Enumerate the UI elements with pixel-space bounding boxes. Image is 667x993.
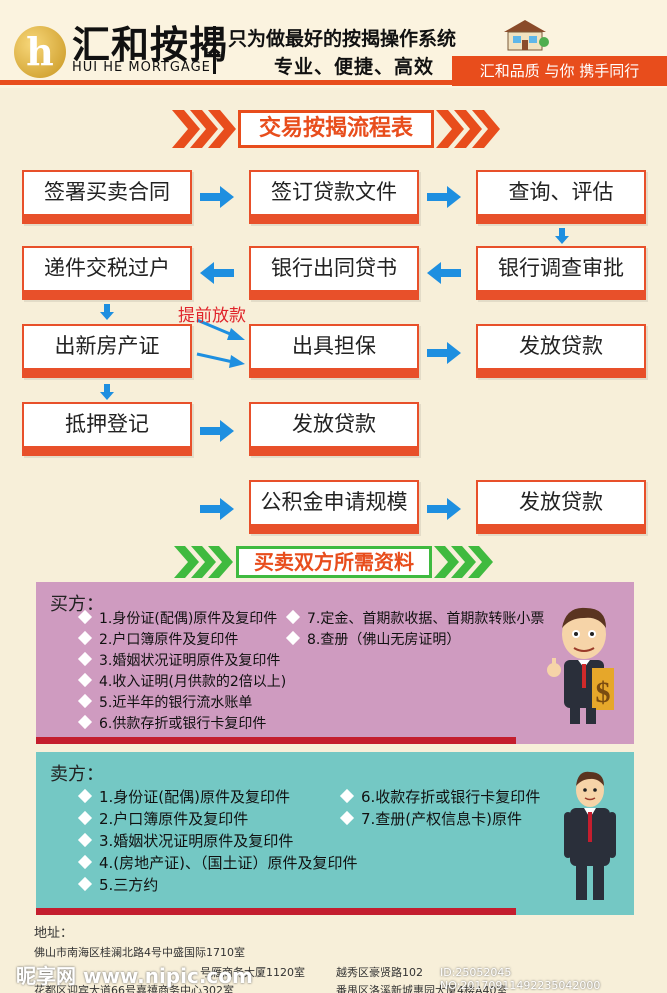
buyer-item: 2.户口簿原件及复印件 xyxy=(77,629,238,649)
watermark-site: 昵享网 www.nipic.com xyxy=(16,964,253,988)
logo-letter: h xyxy=(26,29,54,74)
buyer-item: 4.收入证明(月供款的2倍以上) xyxy=(77,671,286,691)
diamond-bullet-icon xyxy=(339,788,355,804)
diamond-bullet-icon xyxy=(77,714,93,730)
diamond-bullet-icon xyxy=(77,832,93,848)
slogan-line-1: 只为做最好的按揭操作系统 xyxy=(228,28,457,50)
seller-item: 3.婚姻状况证明原件及复印件 xyxy=(77,830,293,851)
slogan-line-2: 专业、便捷、高效 xyxy=(274,56,435,78)
buyer-item: 7.定金、首期款收据、首期款转账小票 xyxy=(285,608,544,628)
seller-item: 5.三方约 xyxy=(77,874,158,895)
early-loan-label: 提前放款 xyxy=(178,306,246,326)
step-new-property-cert: 出新房产证 xyxy=(22,324,192,378)
step-guarantee: 出具担保 xyxy=(249,324,419,378)
seller-item: 7.查册(产权信息卡)原件 xyxy=(339,808,522,829)
red-chevrons-left-icon xyxy=(172,110,236,148)
quality-badge: 汇和品质 与你 携手同行 xyxy=(452,56,667,86)
arrow-down-icon xyxy=(100,304,114,320)
address-line: 番禺区洛溪新城惠园大厦4楼A40室 xyxy=(336,984,508,993)
seller-item: 1.身份证(配偶)原件及复印件 xyxy=(77,786,290,807)
arrow-left-icon xyxy=(200,262,234,284)
diamond-bullet-icon xyxy=(285,630,301,646)
brand-divider xyxy=(213,26,216,74)
buyer-title: 买方： xyxy=(50,594,104,615)
businessman-thumbs-up-icon: $ xyxy=(547,607,614,724)
arrow-right-icon xyxy=(427,186,461,208)
step-bank-approval-letter: 银行出同贷书 xyxy=(249,246,419,300)
step-provident-fund: 公积金申请规模 xyxy=(249,480,419,534)
step-bank-review: 银行调查审批 xyxy=(476,246,646,300)
address-label: 地址： xyxy=(34,926,74,941)
diamond-bullet-icon xyxy=(339,810,355,826)
diamond-bullet-icon xyxy=(285,609,301,625)
buyer-item: 8.查册（佛山无房证明） xyxy=(285,629,460,649)
flow-title: 交易按揭流程表 xyxy=(238,110,434,148)
green-chevrons-right-icon xyxy=(434,546,493,578)
step-loan-release-3: 发放贷款 xyxy=(476,480,646,534)
diamond-bullet-icon xyxy=(77,630,93,646)
header-rule xyxy=(0,80,667,85)
arrow-diagonal-icon xyxy=(196,352,245,368)
businessman-standing-icon xyxy=(564,771,616,900)
arrow-left-icon xyxy=(427,262,461,284)
diamond-bullet-icon xyxy=(77,672,93,688)
diamond-bullet-icon xyxy=(77,810,93,826)
address-line: 越秀区豪贤路102 xyxy=(336,966,423,979)
step-sign-loan-docs: 签订贷款文件 xyxy=(249,170,419,224)
arrow-down-icon xyxy=(100,384,114,400)
seller-title: 卖方： xyxy=(50,764,104,785)
documents-title: 买卖双方所需资料 xyxy=(236,546,432,578)
arrow-right-icon xyxy=(200,420,234,442)
seller-item: 2.户口簿原件及复印件 xyxy=(77,808,248,829)
brand-english: HUI HE MORTGAGE xyxy=(72,60,211,75)
svg-text:$: $ xyxy=(596,676,611,709)
panel-accent-bar xyxy=(36,737,516,744)
buyer-item: 1.身份证(配偶)原件及复印件 xyxy=(77,608,277,628)
diamond-bullet-icon xyxy=(77,788,93,804)
panel-accent-bar xyxy=(36,908,516,915)
step-sign-contract: 签署买卖合同 xyxy=(22,170,192,224)
house-icon xyxy=(504,20,549,51)
buyer-item: 6.供款存折或银行卡复印件 xyxy=(77,713,266,733)
buyer-panel: 买方： 1.身份证(配偶)原件及复印件 2.户口簿原件及复印件 3.婚姻状况证明… xyxy=(36,582,634,744)
step-loan-release-1: 发放贷款 xyxy=(476,324,646,378)
seller-item: 4.(房地产证)、（国土证）原件及复印件 xyxy=(77,852,358,873)
address-line: 佛山市南海区桂澜北路4号中盛国际1710室 xyxy=(34,946,245,959)
address-line: 花都区迎宾大道66号嘉禧商务中心302室 xyxy=(34,984,234,993)
red-chevrons-right-icon xyxy=(436,110,500,148)
arrow-right-icon xyxy=(427,342,461,364)
logo-icon xyxy=(14,26,66,78)
early-loan-arrow-icon xyxy=(196,318,245,340)
buyer-item: 3.婚姻状况证明原件及复印件 xyxy=(77,650,280,670)
seller-panel: 卖方： 1.身份证(配偶)原件及复印件 2.户口簿原件及复印件 3.婚姻状况证明… xyxy=(36,752,634,915)
diamond-bullet-icon xyxy=(77,876,93,892)
green-chevrons-left-icon xyxy=(174,546,233,578)
diamond-bullet-icon xyxy=(77,854,93,870)
diamond-bullet-icon xyxy=(77,609,93,625)
step-mortgage-registration: 抵押登记 xyxy=(22,402,192,456)
brand-name: 汇和按揭 xyxy=(72,23,229,67)
step-loan-release-2: 发放贷款 xyxy=(249,402,419,456)
watermark-code: ID:25052045 NO:20170911492235042000 xyxy=(440,966,601,992)
diamond-bullet-icon xyxy=(77,693,93,709)
address-line: 号雁商务大厦1120室 xyxy=(200,966,305,979)
diamond-bullet-icon xyxy=(77,651,93,667)
seller-item: 6.收款存折或银行卡复印件 xyxy=(339,786,540,807)
buyer-item: 5.近半年的银行流水账单 xyxy=(77,692,252,712)
step-tax-transfer: 递件交税过户 xyxy=(22,246,192,300)
arrow-right-icon xyxy=(200,186,234,208)
step-query-evaluate: 查询、评估 xyxy=(476,170,646,224)
arrow-down-icon xyxy=(555,228,569,244)
arrow-right-icon xyxy=(200,498,234,520)
arrow-right-icon xyxy=(427,498,461,520)
